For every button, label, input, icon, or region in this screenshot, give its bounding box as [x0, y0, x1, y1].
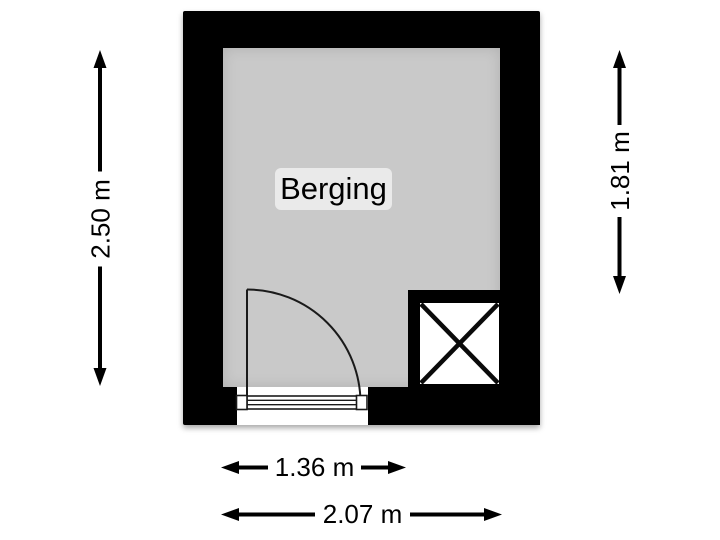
dimension-label-bottom-outer: 2.07 m [315, 498, 410, 530]
dimension-label-left: 2.50 m [84, 171, 117, 267]
shaft-square [420, 303, 499, 384]
shaft-x-icon [420, 303, 499, 384]
dimension-label-right: 1.81 m [604, 125, 636, 217]
door-opening [237, 387, 368, 425]
room-name-label: Berging [275, 168, 392, 210]
dimension-label-bottom-inner: 1.36 m [268, 451, 361, 483]
